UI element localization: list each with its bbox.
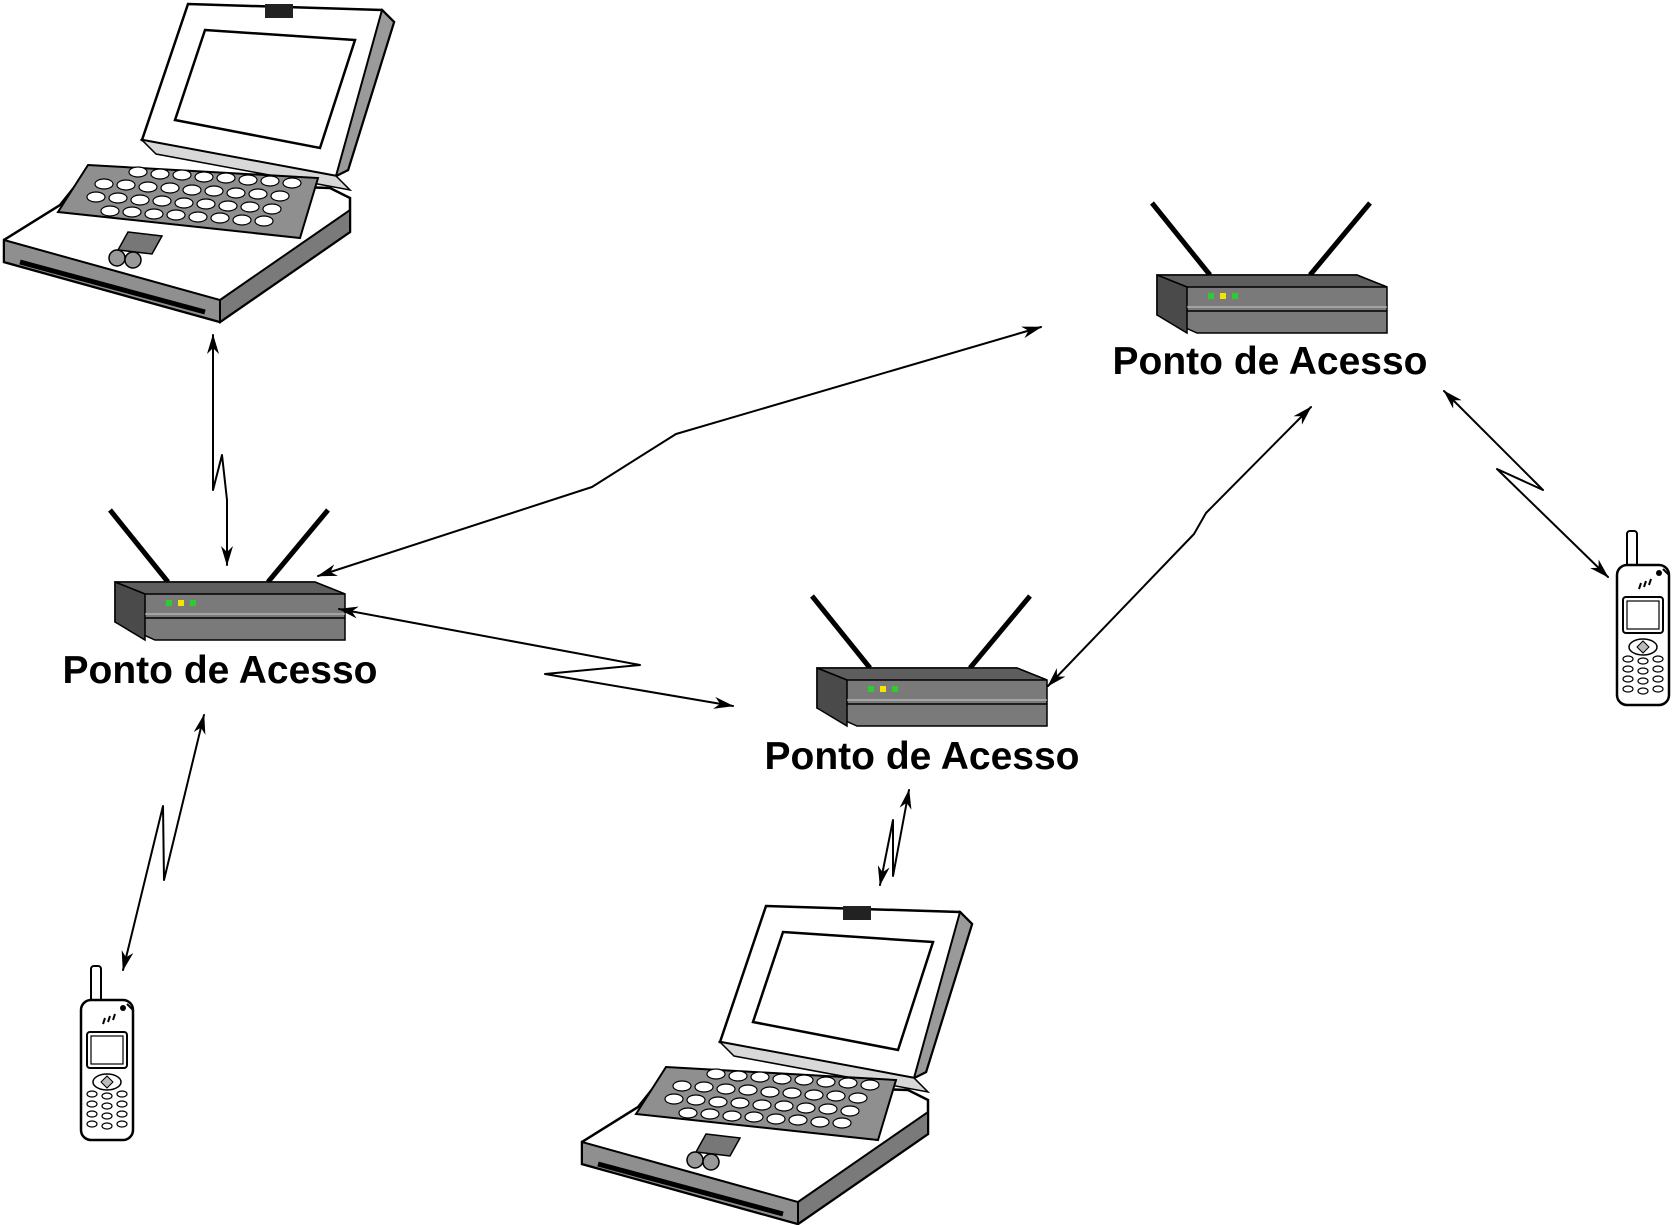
access-point-left-label: Ponto de Acesso <box>63 649 378 692</box>
access-point-right-label: Ponto de Acesso <box>1113 340 1428 383</box>
link-laptop-top-to-ap-left <box>207 334 233 566</box>
link-ap-center-to-ap-right <box>1047 406 1312 687</box>
laptop-top-left-icon <box>4 4 394 322</box>
router-right-icon <box>1152 203 1387 333</box>
link-ap-center-to-laptop-bottom <box>877 789 912 886</box>
access-point-left: Ponto de Acesso <box>63 510 378 692</box>
access-point-center-label: Ponto de Acesso <box>765 735 1080 778</box>
access-point-right: Ponto de Acesso <box>1113 203 1428 383</box>
phone-left-icon <box>79 964 135 1142</box>
router-center-icon <box>812 596 1047 726</box>
link-ap-left-to-ap-center <box>338 606 734 709</box>
link-ap-left-to-phone-left <box>121 714 206 971</box>
phone-right-icon <box>1615 529 1671 707</box>
link-ap-left-to-ap-right <box>317 326 1042 577</box>
link-ap-right-to-phone-right <box>1443 390 1609 578</box>
access-point-center: Ponto de Acesso <box>765 596 1080 778</box>
laptop-bottom-icon <box>582 906 972 1224</box>
